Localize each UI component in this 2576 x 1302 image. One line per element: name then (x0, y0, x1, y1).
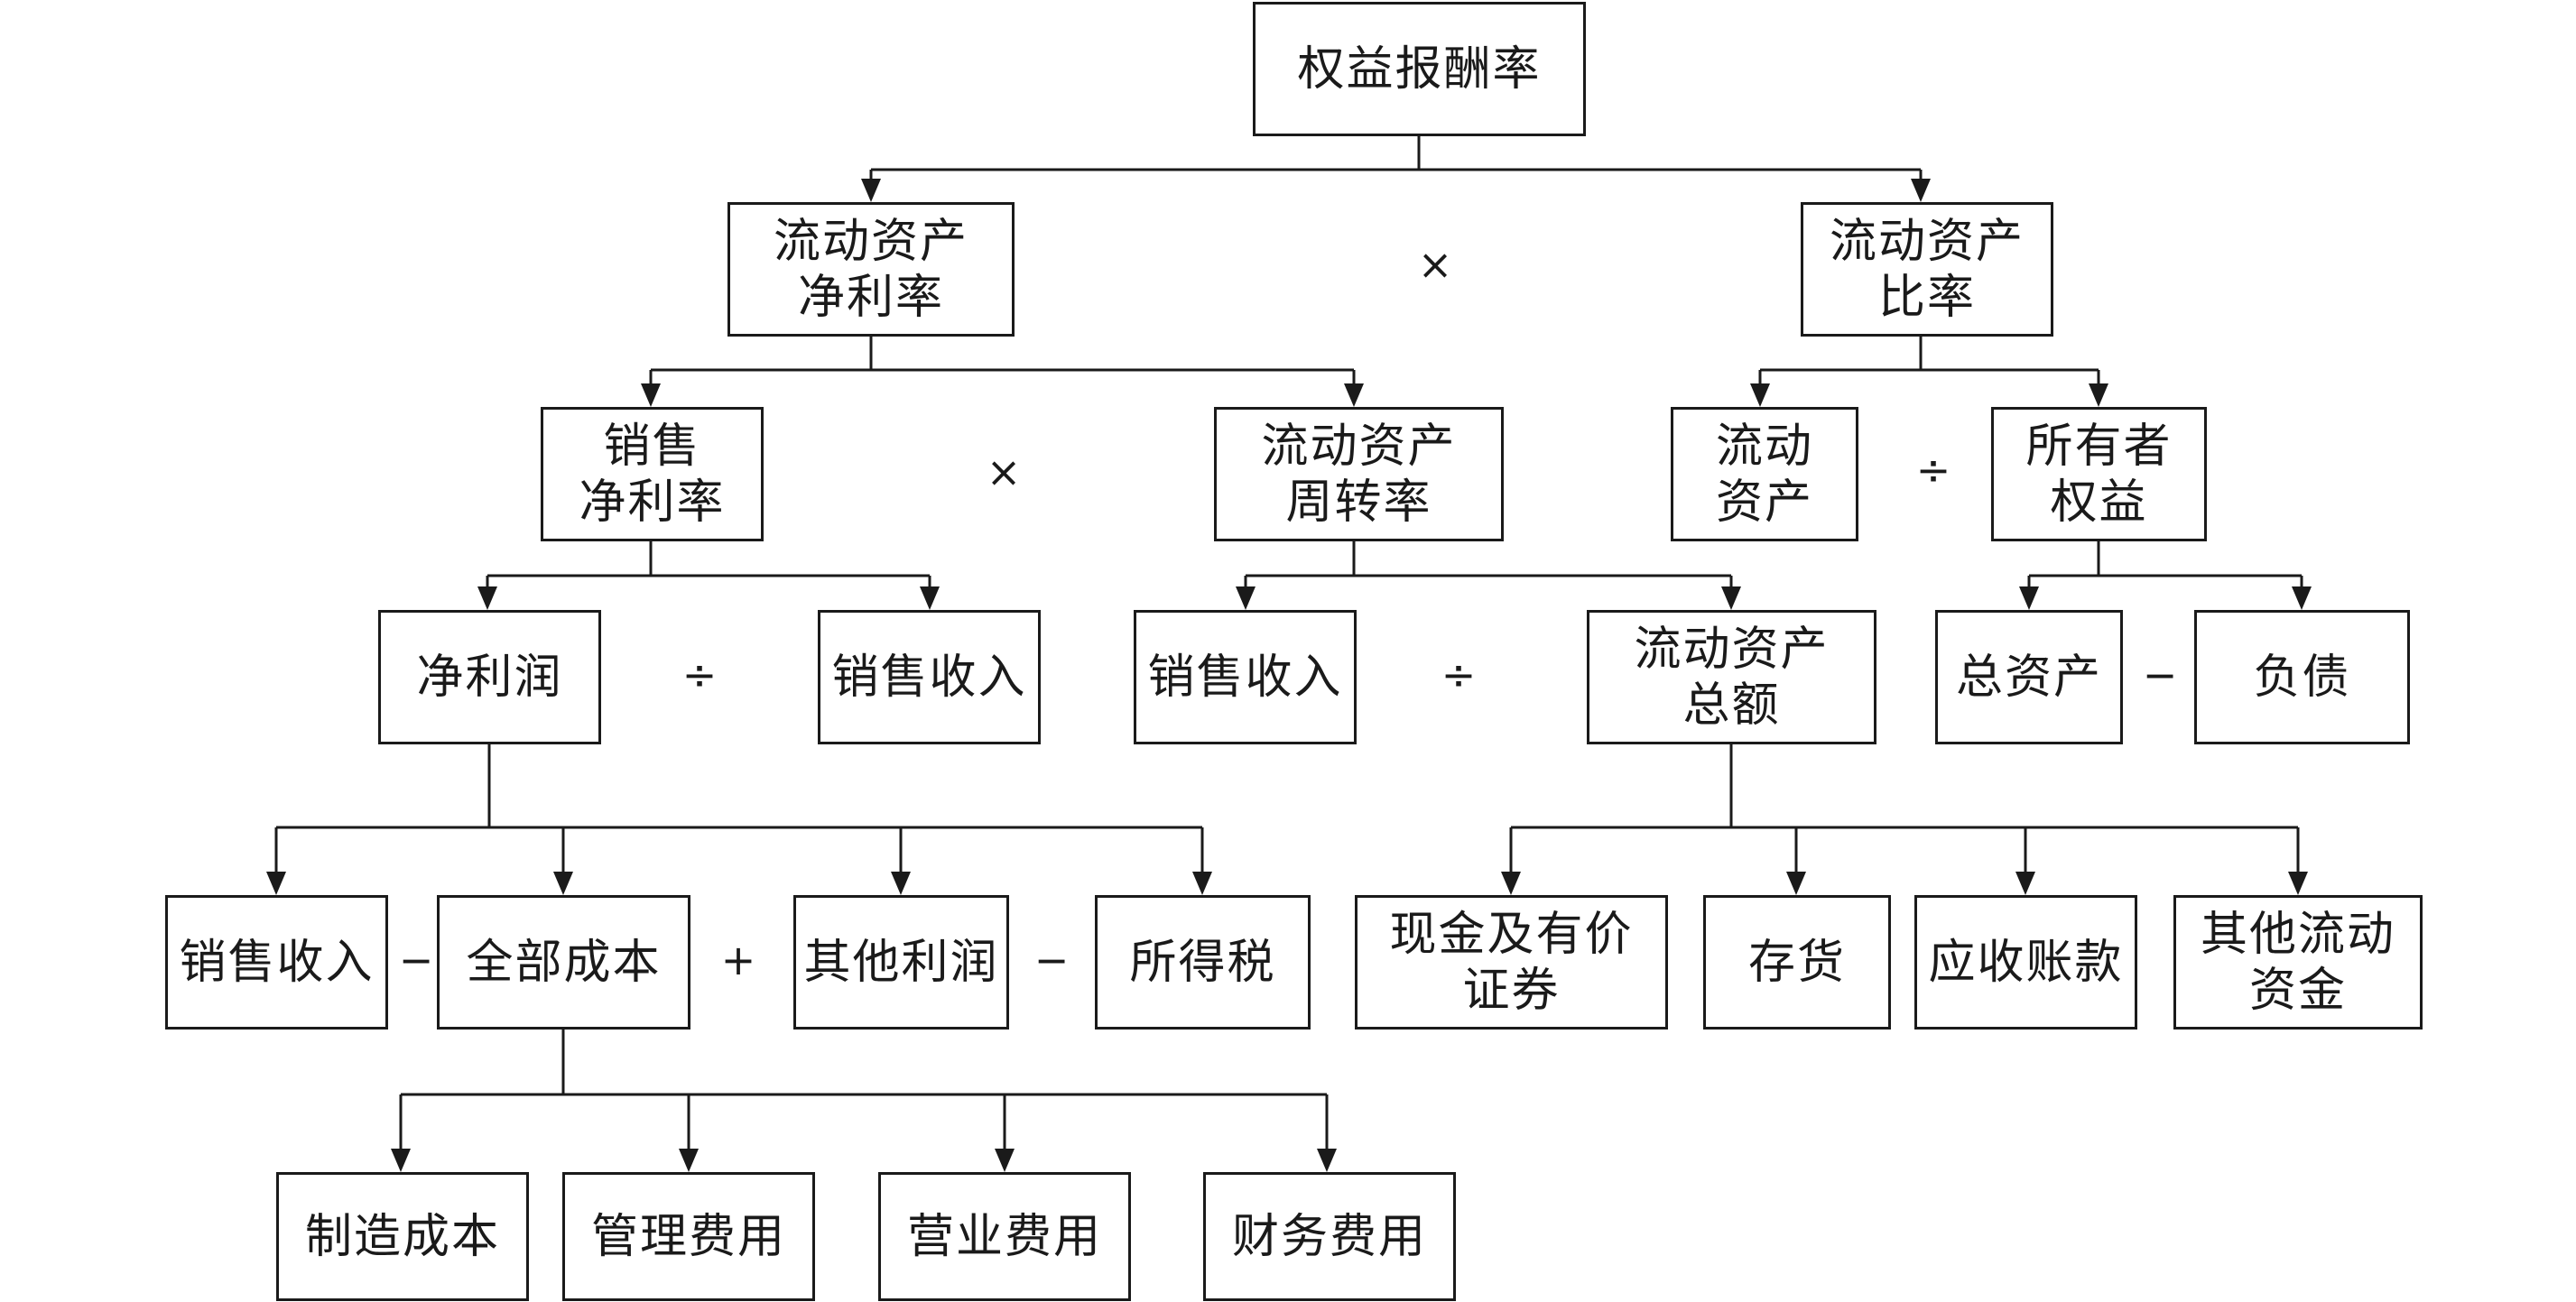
connector-net-profit-arrow-3-arrowhead (891, 872, 911, 895)
operator-divide-turnover: ÷ (1441, 651, 1477, 699)
connector-ca-ratio-arrow-1-arrowhead (1750, 383, 1770, 407)
operator-multiply-level2: × (986, 448, 1022, 496)
node-total-cost-label: 全部成本 (466, 935, 662, 990)
node-ca-net-margin-label: 流动资产净利率 (773, 214, 968, 325)
node-other-ca: 其他流动资金 (2173, 895, 2423, 1030)
node-income-tax: 所得税 (1095, 895, 1311, 1030)
operator-minus-income-tax: − (1033, 936, 1070, 984)
node-total-assets-label: 总资产 (1955, 650, 2102, 705)
connector-net-profit-arrow-4-arrowhead (1192, 872, 1212, 895)
connector-total-cost-arrow-1-arrowhead (391, 1149, 411, 1172)
connector-ca-turnover-arrow-2-arrowhead (1721, 586, 1741, 610)
node-financial-expense: 财务费用 (1203, 1172, 1456, 1301)
connector-ca-total-arrow-3-arrowhead (2015, 872, 2035, 895)
connector-total-cost-arrow-2-arrowhead (679, 1149, 699, 1172)
node-ca-turnover: 流动资产周转率 (1214, 407, 1504, 541)
node-ca-turnover-label: 流动资产周转率 (1261, 419, 1457, 530)
node-admin-expense-label: 管理费用 (590, 1209, 786, 1264)
operator-minus-total-cost: − (398, 936, 434, 984)
connector-roe-arrow-1-arrowhead (861, 179, 881, 202)
node-sales-revenue-l3: 销售收入 (818, 610, 1041, 744)
node-other-profit-label: 其他利润 (803, 935, 999, 990)
operator-divide-level2: ÷ (1915, 446, 1951, 494)
node-sales-revenue-l3b-label: 销售收入 (1147, 650, 1343, 705)
node-other-profit: 其他利润 (793, 895, 1009, 1030)
node-owners-equity: 所有者权益 (1991, 407, 2207, 541)
node-sales-revenue-l4: 销售收入 (165, 895, 388, 1030)
operator-subtract-equity: − (2142, 651, 2178, 699)
connector-net-profit-arrow-1-arrowhead (266, 872, 286, 895)
node-manufacturing-cost-label: 制造成本 (304, 1209, 500, 1264)
node-ca-ratio-label: 流动资产比率 (1829, 214, 2025, 325)
connector-net-profit-arrow-2-arrowhead (553, 872, 573, 895)
node-operating-expense: 营业费用 (878, 1172, 1131, 1301)
operator-multiply-level1: × (1417, 240, 1453, 289)
node-income-tax-label: 所得税 (1129, 935, 1276, 990)
operator-divide-net-profit: ÷ (681, 651, 718, 699)
connector-ca-total-arrow-4-arrowhead (2288, 872, 2308, 895)
node-sales-revenue-l4-label: 销售收入 (179, 935, 375, 990)
connector-sales-net-margin-arrow-2-arrowhead (920, 586, 940, 610)
connector-ca-turnover-arrow-1-arrowhead (1236, 586, 1256, 610)
node-current-assets-label: 流动资产 (1715, 419, 1813, 530)
connector-owners-equity-arrow-2-arrowhead (2292, 586, 2312, 610)
node-receivables-label: 应收账款 (1928, 935, 2124, 990)
node-liabilities-label: 负债 (2253, 650, 2351, 705)
node-current-assets: 流动资产 (1671, 407, 1858, 541)
node-inventory: 存货 (1703, 895, 1891, 1030)
node-other-ca-label: 其他流动资金 (2200, 907, 2395, 1018)
node-roe-label: 权益报酬率 (1297, 42, 1542, 97)
node-ca-ratio: 流动资产比率 (1801, 202, 2053, 337)
node-sales-net-margin: 销售净利率 (541, 407, 764, 541)
connector-total-cost-arrow-4-arrowhead (1317, 1149, 1337, 1172)
connector-ca-net-margin-arrow-1-arrowhead (641, 383, 661, 407)
node-total-cost: 全部成本 (437, 895, 690, 1030)
node-ca-net-margin: 流动资产净利率 (727, 202, 1015, 337)
node-roe: 权益报酬率 (1253, 2, 1586, 136)
node-sales-revenue-l3b: 销售收入 (1134, 610, 1357, 744)
node-admin-expense: 管理费用 (562, 1172, 815, 1301)
node-cash-securities-label: 现金及有价证券 (1389, 907, 1634, 1018)
connector-total-cost-arrow-3-arrowhead (995, 1149, 1015, 1172)
connector-ca-total-arrow-2-arrowhead (1786, 872, 1806, 895)
node-ca-total: 流动资产总额 (1587, 610, 1876, 744)
node-inventory-label: 存货 (1747, 935, 1846, 990)
node-liabilities: 负债 (2194, 610, 2410, 744)
node-sales-net-margin-label: 销售净利率 (579, 419, 726, 530)
node-financial-expense-label: 财务费用 (1231, 1209, 1427, 1264)
node-net-profit-label: 净利润 (416, 650, 563, 705)
node-total-assets: 总资产 (1935, 610, 2123, 744)
node-ca-total-label: 流动资产总额 (1634, 622, 1830, 733)
connector-ca-ratio-arrow-2-arrowhead (2089, 383, 2108, 407)
connector-ca-net-margin-arrow-2-arrowhead (1344, 383, 1364, 407)
node-cash-securities: 现金及有价证券 (1355, 895, 1668, 1030)
node-owners-equity-label: 所有者权益 (2025, 419, 2173, 530)
node-operating-expense-label: 营业费用 (906, 1209, 1102, 1264)
node-manufacturing-cost: 制造成本 (276, 1172, 529, 1301)
connector-roe-arrow-2-arrowhead (1911, 179, 1931, 202)
connector-owners-equity-arrow-1-arrowhead (2019, 586, 2039, 610)
operator-plus-other-profit: + (720, 936, 756, 984)
node-sales-revenue-l3-label: 销售收入 (831, 650, 1027, 705)
node-net-profit: 净利润 (378, 610, 601, 744)
connector-ca-total-arrow-1-arrowhead (1501, 872, 1521, 895)
node-receivables: 应收账款 (1914, 895, 2137, 1030)
connector-sales-net-margin-arrow-1-arrowhead (477, 586, 497, 610)
